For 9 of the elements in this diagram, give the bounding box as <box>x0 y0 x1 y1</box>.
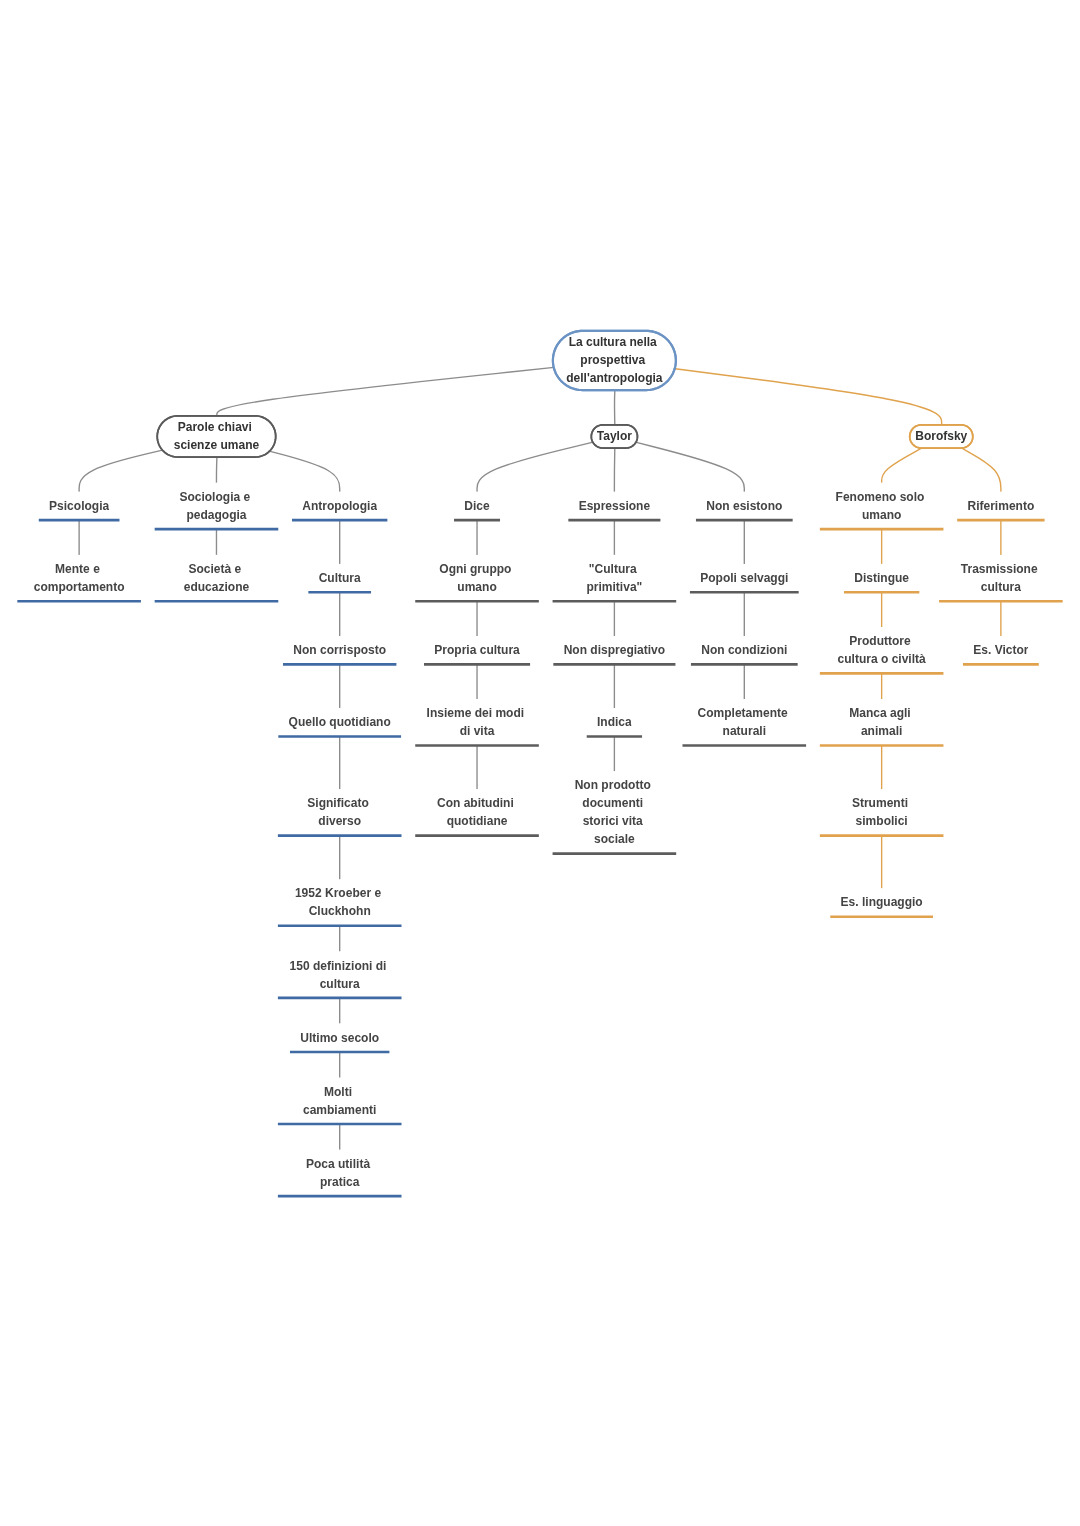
connector <box>880 447 922 483</box>
connector <box>613 447 616 492</box>
connector <box>961 447 1002 492</box>
connector <box>635 441 745 492</box>
connector <box>674 367 943 426</box>
connector <box>269 450 341 492</box>
connector <box>215 456 218 483</box>
connector <box>476 441 594 492</box>
connector <box>613 389 616 426</box>
